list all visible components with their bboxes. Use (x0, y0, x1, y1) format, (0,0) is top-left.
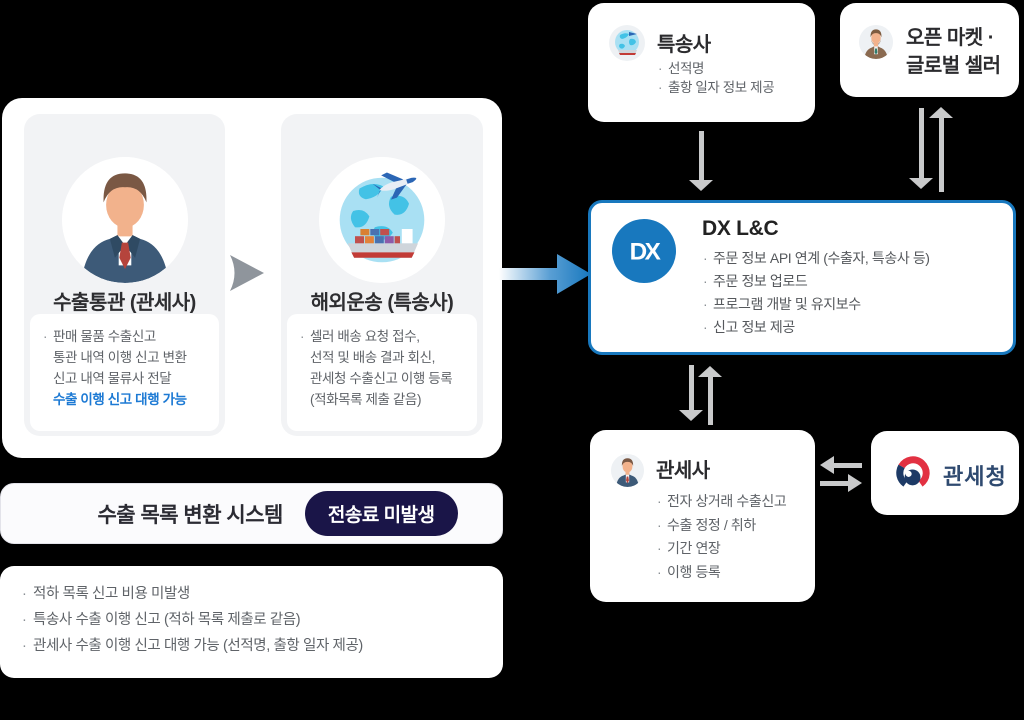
overseas-transport-notes: 셀러 배송 요청 접수, 선적 및 배송 결과 회신, 관세청 수출신고 이행 … (287, 314, 477, 431)
arrow-head-right-icon (848, 474, 862, 492)
container-ship-icon (347, 229, 418, 258)
list-item: 관세청 수출신고 이행 등록 (310, 371, 453, 386)
businessman-avatar-icon (61, 157, 188, 283)
flow-arrow-left-to-dx (499, 251, 591, 302)
seller-title: 오픈 마켓 · 글로벌 셀러 (906, 24, 1001, 80)
list-item: 적하 목록 신고 비용 미발생 (20, 581, 483, 607)
arrow-broker-to-dx (708, 376, 713, 425)
list-item-highlight: 수출 이행 신고 대행 가능 (53, 392, 187, 407)
arrow-office-to-broker (833, 463, 862, 468)
list-item: 신고 내역 물류사 전달 (53, 371, 172, 386)
dx-logo-icon: DX (612, 219, 676, 283)
overseas-transport-title: 해외운송 (특송사) (310, 292, 454, 314)
arrow-seller-to-dx (919, 108, 924, 180)
customs-clearance-notes: 판매 물품 수출신고 통관 내역 이행 신고 변환 신고 내역 물류사 전달 수… (30, 314, 219, 431)
broker-avatar-icon (611, 454, 644, 487)
broker-notes: 전자 상거래 수출신고 수출 정정 / 취하 기간 연장 이행 등록 (656, 490, 787, 585)
list-item: 출항 일자 정보 제공 (657, 79, 775, 98)
airplane-icon (629, 32, 637, 36)
list-item: 신고 정보 제공 (702, 316, 930, 339)
dx-notes: 주문 정보 API 연계 (수출자, 특송사 등) 주문 정보 업로드 프로그램… (702, 247, 930, 339)
list-item: 통관 내역 이행 신고 변환 (53, 350, 187, 365)
courier-globe-icon (609, 25, 645, 61)
list-item: 특송사 수출 이행 신고 (적하 목록 제출로 같음) (20, 607, 483, 633)
chevron-right-icon (229, 254, 265, 297)
container-ship-icon (618, 50, 637, 55)
overseas-transport-card: 해외운송 (특송사) 셀러 배송 요청 접수, 선적 및 배송 결과 회신, 관… (281, 114, 483, 436)
arrow-courier-to-dx (699, 131, 704, 182)
list-item: 관세사 수출 이행 신고 대행 가능 (선적명, 출항 일자 제공) (20, 633, 483, 659)
arrow-head-down-icon (689, 180, 713, 191)
conversion-system-title: 수출 목록 변환 시스템 (97, 503, 283, 527)
list-item: 기간 연장 (656, 537, 786, 561)
broker-title: 관세사 (656, 460, 710, 482)
arrow-head-up-icon (698, 366, 722, 377)
arrow-head-left-icon (820, 456, 834, 474)
list-item: (적화목록 제출 같음) (310, 392, 422, 407)
benefits-notes-card: 적하 목록 신고 비용 미발생 특송사 수출 이행 신고 (적하 목록 제출로 … (0, 566, 503, 678)
seller-title-line2: 글로벌 셀러 (906, 55, 1001, 77)
arrow-dx-to-seller (939, 117, 944, 192)
dx-lc-card: DX DX L&C 주문 정보 API 연계 (수출자, 특송사 등) 주문 정… (588, 200, 1016, 355)
arrow-broker-to-office (820, 481, 849, 486)
list-item: 셀러 배송 요청 접수, (299, 326, 471, 347)
arrow-head-up-icon (929, 107, 953, 118)
seller-title-line1: 오픈 마켓 · (906, 27, 994, 49)
airplane-icon (372, 172, 417, 200)
list-item: 주문 정보 업로드 (702, 270, 930, 293)
seller-avatar-icon (859, 25, 893, 59)
arrow-head-down-icon (909, 178, 933, 189)
list-item: 선적 및 배송 결과 회신, (310, 350, 435, 365)
svg-text:DX: DX (630, 238, 661, 265)
no-fee-badge: 전송료 미발생 (304, 491, 458, 536)
list-item: 주문 정보 API 연계 (수출자, 특송사 등) (702, 247, 930, 270)
customs-office-emblem-icon (891, 451, 935, 500)
customs-clearance-title: 수출통관 (관세사) (53, 292, 196, 314)
customs-office-card: 관세청 (871, 431, 1019, 515)
list-item: 전자 상거래 수출신고 (656, 490, 787, 514)
list-item: 수출 정정 / 취하 (656, 514, 786, 538)
open-market-seller-card: 오픈 마켓 · 글로벌 셀러 (840, 3, 1019, 97)
list-item: 선적명 (657, 60, 774, 79)
arrow-head-down-icon (679, 410, 703, 421)
left-process-panel: 수출통관 (관세사) 판매 물품 수출신고 통관 내역 이행 신고 변환 신고 … (2, 98, 502, 458)
dx-title: DX L&C (702, 217, 779, 240)
conversion-system-bar: 수출 목록 변환 시스템 전송료 미발생 (0, 483, 503, 544)
customs-broker-card: 관세사 전자 상거래 수출신고 수출 정정 / 취하 기간 연장 이행 등록 (590, 430, 815, 602)
list-item: 판매 물품 수출신고 (42, 326, 213, 347)
customs-clearance-card: 수출통관 (관세사) 판매 물품 수출신고 통관 내역 이행 신고 변환 신고 … (24, 114, 225, 436)
list-item: 프로그램 개발 및 유지보수 (702, 293, 930, 316)
customs-office-title: 관세청 (943, 464, 1007, 489)
list-item: 이행 등록 (656, 561, 786, 585)
courier-title: 특송사 (657, 34, 711, 56)
arrow-dx-to-broker (689, 365, 694, 412)
globe-transport-icon (319, 157, 445, 283)
courier-notes: 선적명 출항 일자 정보 제공 (657, 60, 775, 98)
courier-card: 특송사 선적명 출항 일자 정보 제공 (588, 3, 815, 122)
